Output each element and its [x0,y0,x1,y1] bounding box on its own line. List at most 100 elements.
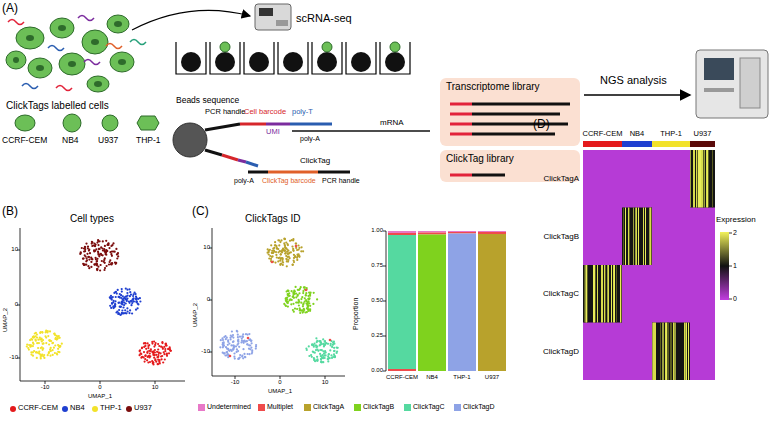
row-label: ClickTagB [543,232,579,241]
flow-arrow [584,94,690,96]
cell-point [164,348,166,350]
cell-point [162,348,164,350]
heatmap-streak [604,265,605,323]
cell-point [322,357,324,359]
cell-point [166,352,168,354]
cell-point [303,286,305,288]
cell-point [238,346,240,348]
figure-ellipse [6,51,26,69]
figure-rect [690,141,715,147]
cell-point [319,349,321,351]
figure-path [266,123,290,126]
cell-point [54,352,56,354]
heatmap-streak [629,208,630,266]
cell-point [117,252,119,254]
cell-point [292,239,294,241]
cell-point [333,350,335,352]
figure-path [292,130,430,132]
cell-point [298,299,300,301]
heatmap-streak [611,265,612,323]
figure-ellipse [28,58,52,78]
cell-point [154,351,156,353]
cell-point [82,258,84,260]
tick-label: 1.00 [371,227,383,234]
cell-point [295,301,297,303]
cell-point [100,246,102,248]
cell-point [292,249,294,251]
cell-point [123,304,125,306]
cell-point [94,250,96,252]
heatmap-streak [684,323,685,381]
cell-point [123,312,125,314]
cell-point [111,302,113,304]
cell-point [241,338,243,340]
cell-point [121,291,123,293]
figure-rect [740,58,760,108]
cell-point [334,355,336,357]
figure-circle [102,115,118,131]
cell-point [240,341,242,343]
figure-path [212,228,345,376]
cell-point [150,350,152,352]
cell-point [277,260,279,262]
cell-point [103,248,105,250]
cell-point [285,252,287,254]
cell-point [116,253,118,255]
cell-point [157,359,159,361]
cell-point [282,257,284,259]
panel-label: (B) [2,205,18,219]
cell-point [49,355,51,357]
cell-point [113,300,115,302]
figure-path [346,42,376,74]
heatmap-streak [666,323,667,381]
cell-point [299,312,301,314]
heatmap-streak [706,150,707,208]
cell-point [251,352,253,354]
heatmap-streak [649,208,650,266]
cell-point [140,357,142,359]
figure-circle [390,42,400,52]
cell-point [125,302,127,304]
figure-circle [63,114,81,132]
heatmap-streak [660,323,661,381]
cell-point [108,247,110,249]
cell-point [280,253,282,255]
cell-point [144,361,146,363]
cell-point [103,269,105,271]
cell-point [224,352,226,354]
figure-rect [255,4,291,30]
bead-detail [173,123,207,157]
figure-path [137,116,159,130]
cell-point [156,356,158,358]
labelled-cells [6,15,134,92]
cell-point [319,344,321,346]
cell-point [248,333,250,335]
cell-point [127,294,129,296]
cell-point [236,348,238,350]
axis-title: UMAP_2 [192,303,199,327]
multiplet-point [229,355,232,358]
heatmap-streak [636,208,637,266]
tick-label: -10 [9,354,18,361]
cell-point [222,344,224,346]
cell-point [144,358,146,360]
cell-point [85,243,87,245]
cell-point [117,289,119,291]
heatmap-streak [686,323,687,381]
figure-ellipse [87,76,109,92]
cell-point [107,242,109,244]
cell-point [305,294,307,296]
cell-point [220,339,222,341]
cell-point [41,346,43,348]
cell-point [97,266,99,268]
cell-point [284,250,286,252]
cell-point [300,309,302,311]
cell-point [239,354,241,356]
cell-point [304,311,306,313]
cell-point [109,259,111,261]
cell-point [333,347,335,349]
cell-point [274,241,276,243]
cell-point [331,357,333,359]
cell-point [287,294,289,296]
figure-ellipse [13,57,19,63]
